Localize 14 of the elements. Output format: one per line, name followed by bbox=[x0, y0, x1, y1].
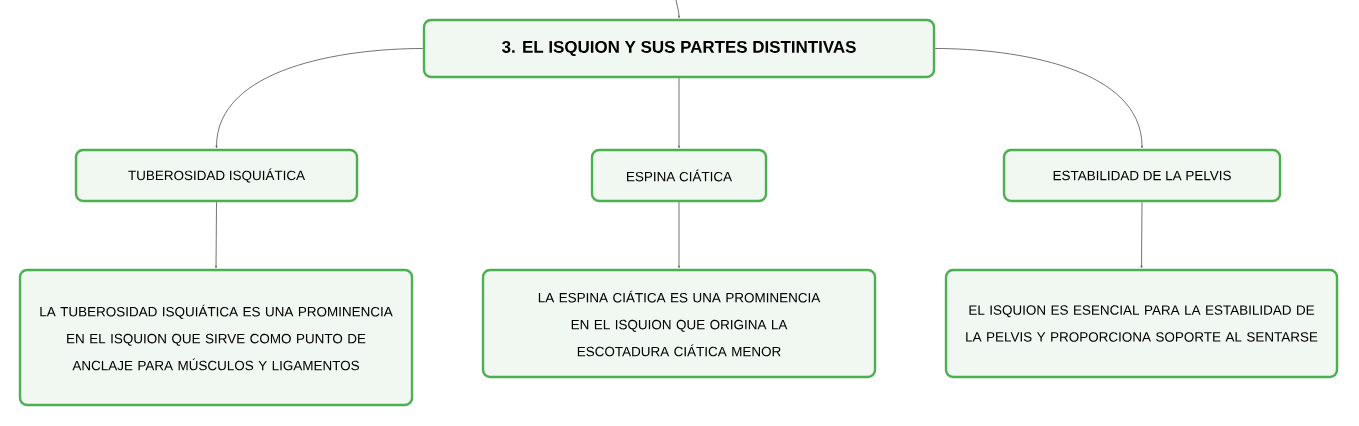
description-box: EL ISQUION ES ESENCIAL PARA LA ESTABILIDAD DE LA PELVIS Y PROPORCIONA SOPORTE AL SENTARSE bbox=[944, 268, 1339, 379]
arrow bbox=[214, 201, 218, 269]
description-box: LA ESPINA CIÁTICA ES UNA PROMINENCIA EN EL ISQUION QUE ORIGINA LA ESCOTADURA CIÁTICA MENOR bbox=[481, 268, 877, 379]
arrow bbox=[675, 0, 681, 19]
arrow bbox=[215, 48, 424, 149]
arrow bbox=[677, 77, 681, 149]
arrow bbox=[934, 48, 1144, 149]
topic-box: ESPINA CIÁTICA bbox=[590, 148, 768, 203]
topic-box: ESTABILIDAD DE LA PELVIS bbox=[1002, 148, 1282, 203]
arrow bbox=[1140, 201, 1143, 269]
topic-box: TUBEROSIDAD ISQUIÁTICA bbox=[74, 148, 359, 203]
title-box: 3. EL ISQUION Y SUS PARTES DISTINTIVAS bbox=[422, 18, 936, 79]
description-box: LA TUBEROSIDAD ISQUIÁTICA ES UNA PROMINENCIA EN EL ISQUION QUE SIRVE COMO PUNTO DE ANCLAJE PARA MÚSCULOS Y LIGAMENTOS bbox=[18, 268, 414, 407]
arrow bbox=[677, 201, 681, 269]
